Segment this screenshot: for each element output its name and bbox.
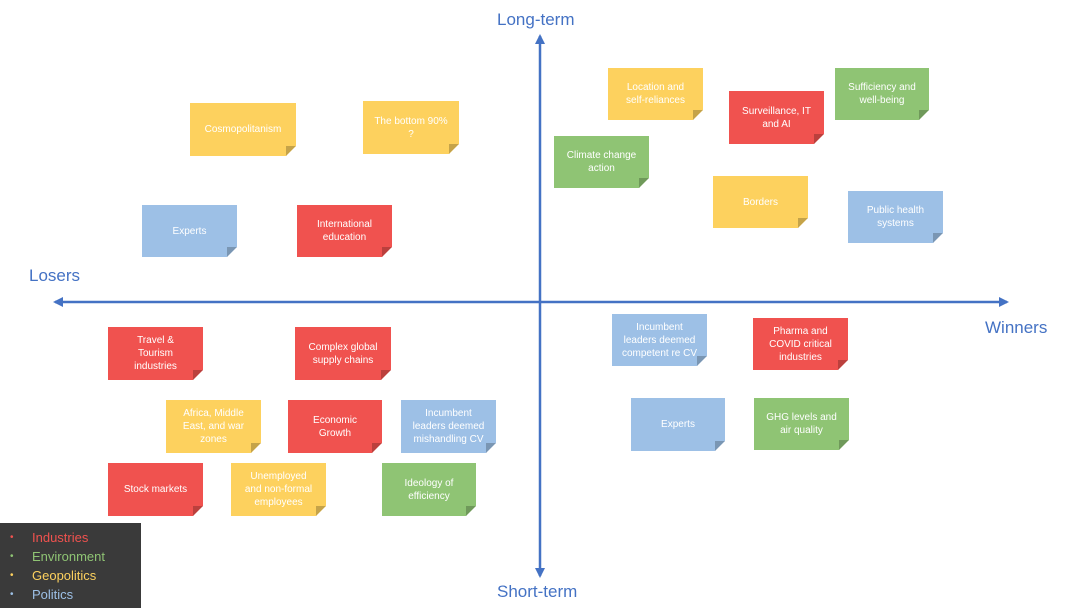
sticky-note-politics: Experts bbox=[631, 398, 725, 451]
sticky-note-text: GHG levels and air quality bbox=[766, 412, 837, 436]
sticky-note-geopolitics: Africa, Middle East, and war zones bbox=[166, 400, 261, 453]
sticky-note-text: International education bbox=[316, 219, 373, 243]
sticky-note-text: Borders bbox=[742, 196, 778, 208]
sticky-note-text: Experts bbox=[661, 419, 695, 430]
sticky-note-geopolitics: Borders bbox=[713, 176, 808, 228]
legend-label: Geopolitics bbox=[32, 568, 97, 583]
sticky-note-industries: Stock markets bbox=[108, 463, 203, 516]
sticky-note-geopolitics: Location and self-reliances bbox=[608, 68, 703, 120]
sticky-note-text: Cosmopolitanism bbox=[204, 124, 282, 135]
category-legend: • Industries • Environment • Geopolitics… bbox=[0, 523, 141, 608]
sticky-note-politics: Experts bbox=[142, 205, 237, 257]
sticky-note-geopolitics: The bottom 90% ? bbox=[363, 101, 459, 154]
sticky-note-text: Complex global supply chains bbox=[308, 341, 378, 366]
legend-bullet-icon: • bbox=[10, 532, 14, 543]
sticky-note-geopolitics: Cosmopolitanism bbox=[190, 103, 296, 156]
sticky-note-text: Africa, Middle East, and war zones bbox=[182, 408, 245, 445]
sticky-note-text: Experts bbox=[172, 225, 207, 237]
sticky-note-text: Unemployed and non-formal employees bbox=[244, 471, 313, 508]
sticky-note-environment: Sufficiency and well-being bbox=[835, 68, 929, 120]
legend-item-politics: • Politics bbox=[10, 585, 141, 604]
sticky-note-text: Economic Growth bbox=[313, 414, 357, 439]
legend-item-industries: • Industries bbox=[10, 528, 141, 547]
sticky-note-geopolitics: Unemployed and non-formal employees bbox=[231, 463, 326, 516]
sticky-note-text: Pharma and COVID critical industries bbox=[769, 325, 832, 363]
sticky-note-industries: International education bbox=[297, 205, 392, 257]
legend-label: Environment bbox=[32, 549, 105, 564]
axis-label-winners: Winners bbox=[985, 318, 1048, 337]
sticky-note-text: The bottom 90% ? bbox=[374, 115, 448, 140]
sticky-note-industries: Surveillance, IT and AI bbox=[729, 91, 824, 144]
sticky-note-politics: Incumbent leaders deemed mishandling CV bbox=[401, 400, 496, 453]
sticky-note-text: Surveillance, IT and AI bbox=[742, 105, 811, 130]
sticky-note-text: Sufficiency and well-being bbox=[848, 82, 916, 106]
sticky-note-environment: GHG levels and air quality bbox=[754, 398, 849, 450]
axis-label-long-term: Long-term bbox=[497, 10, 575, 29]
sticky-note-text: Ideology of efficiency bbox=[404, 477, 454, 502]
legend-bullet-icon: • bbox=[10, 589, 14, 600]
sticky-note-environment: Ideology of efficiency bbox=[382, 463, 476, 516]
sticky-note-text: Stock markets bbox=[123, 484, 188, 495]
legend-bullet-icon: • bbox=[10, 551, 14, 562]
legend-item-environment: • Environment bbox=[10, 547, 141, 566]
sticky-note-industries: Pharma and COVID critical industries bbox=[753, 318, 848, 370]
legend-bullet-icon: • bbox=[10, 570, 14, 581]
sticky-note-text: Public health systems bbox=[866, 205, 925, 229]
sticky-note-environment: Climate change action bbox=[554, 136, 649, 188]
sticky-note-industries: Economic Growth bbox=[288, 400, 382, 453]
sticky-note-text: Climate change action bbox=[566, 150, 637, 174]
legend-item-geopolitics: • Geopolitics bbox=[10, 566, 141, 585]
legend-label: Politics bbox=[32, 587, 74, 602]
sticky-note-politics: Public health systems bbox=[848, 191, 943, 243]
sticky-note-text: Incumbent leaders deemed mishandling CV bbox=[412, 408, 485, 445]
sticky-note-text: Location and self-reliances bbox=[626, 82, 685, 106]
axis-label-short-term: Short-term bbox=[497, 582, 578, 601]
sticky-note-politics: Incumbent leaders deemed competent re CV bbox=[612, 314, 707, 366]
axis-label-losers: Losers bbox=[29, 266, 81, 285]
sticky-note-industries: Complex global supply chains bbox=[295, 327, 391, 380]
sticky-note-text: Travel & Tourism industries bbox=[134, 335, 177, 372]
sticky-note-text: Incumbent leaders deemed competent re CV bbox=[621, 321, 698, 359]
sticky-note-industries: Travel & Tourism industries bbox=[108, 327, 203, 380]
legend-label: Industries bbox=[32, 530, 89, 545]
